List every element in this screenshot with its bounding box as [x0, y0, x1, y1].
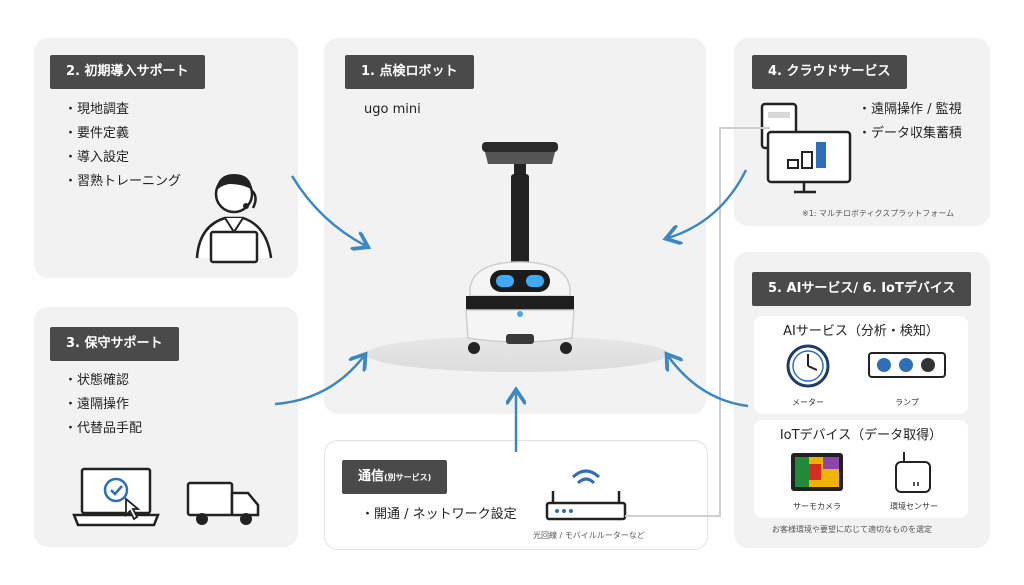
arrow-cloud-to-robot — [668, 169, 748, 238]
communication-header: 通信(別サービス) — [342, 460, 448, 494]
router-caption: 光回線 / モバイルルーターなど — [533, 531, 645, 540]
arrow-maintenance-to-robot — [274, 356, 364, 406]
server-monitor-icon — [760, 102, 852, 194]
list-item: 現地調査 — [64, 98, 181, 122]
environment-sensor-icon — [895, 452, 931, 493]
maintenance-support-header: 3. 保守サポート — [50, 327, 179, 361]
maintenance-support-list: 状態確認 遠隔操作 代替品手配 — [64, 369, 142, 441]
cloud-service-header: 4. クラウドサービス — [752, 55, 907, 89]
lamp-label: ランプ — [895, 398, 919, 407]
iot-device-card: IoTデバイス（データ取得） サーモカメラ 環境センサー — [754, 420, 968, 518]
list-item: 遠隔操作 — [64, 393, 142, 417]
ai-iot-panel: 5. AIサービス/ 6. IoTデバイス AIサービス（分析・検知） メーター… — [734, 252, 990, 548]
list-item: 状態確認 — [64, 369, 142, 393]
cloud-service-list: 遠隔操作 / 監視 データ収集蓄積 — [858, 98, 962, 146]
communication-title-note: (別サービス) — [384, 473, 432, 482]
list-item: データ収集蓄積 — [858, 122, 962, 146]
ai-service-card-title: AIサービス（分析・検知） — [783, 324, 939, 339]
ai-iot-header: 5. AIサービス/ 6. IoTデバイス — [752, 272, 972, 306]
initial-support-list: 現地調査 要件定義 導入設定 習熟トレーニング — [64, 98, 181, 194]
ai-iot-footnote: お客様環境や要望に応じて適切なものを選定 — [772, 525, 932, 534]
list-item: 要件定義 — [64, 122, 181, 146]
ai-service-card: AIサービス（分析・検知） メーター ランプ — [754, 316, 968, 414]
cloud-footnote: ※1: マルチロボティクスプラットフォーム — [802, 209, 955, 218]
delivery-truck-icon — [186, 481, 260, 525]
maintenance-support-panel: 3. 保守サポート 状態確認 遠隔操作 代替品手配 — [34, 307, 298, 547]
cloud-service-panel: 4. クラウドサービス 遠隔操作 / 監視 データ収集蓄積 ※1: マルチロボテ… — [734, 38, 990, 226]
environment-sensor-label: 環境センサー — [890, 502, 938, 511]
communication-panel: 通信(別サービス) 開通 / ネットワーク設定 光回線 / モバイルルーターなど — [324, 440, 708, 550]
list-item: 習熟トレーニング — [64, 170, 181, 194]
list-item: 遠隔操作 / 監視 — [858, 98, 962, 122]
list-item: 代替品手配 — [64, 417, 142, 441]
robot-model-name: ugo mini — [364, 102, 421, 117]
meter-gauge-icon — [786, 344, 830, 388]
ugo-mini-robot-image — [465, 142, 575, 354]
initial-support-panel: 2. 初期導入サポート 現地調査 要件定義 導入設定 習熟トレーニング — [34, 38, 298, 278]
initial-support-header: 2. 初期導入サポート — [50, 55, 205, 89]
meter-label: メーター — [792, 398, 824, 407]
lamp-indicator-icon — [868, 352, 946, 378]
thermal-camera-label: サーモカメラ — [793, 502, 841, 511]
laptop-check-icon — [72, 467, 160, 527]
arrow-initial-to-robot — [290, 175, 366, 246]
robot-header: 1. 点検ロボット — [345, 55, 474, 89]
connector-line-cloud — [625, 127, 770, 517]
operator-headset-icon — [195, 174, 273, 264]
robot-panel: 1. 点検ロボット ugo mini — [324, 38, 706, 414]
thermal-camera-icon — [791, 453, 843, 491]
list-item: 開通 / ネットワーク設定 — [361, 503, 517, 527]
communication-title: 通信 — [358, 469, 385, 484]
list-item: 導入設定 — [64, 146, 181, 170]
wifi-router-icon — [545, 469, 627, 521]
iot-device-card-title: IoTデバイス（データ取得） — [779, 428, 943, 443]
arrow-ai-to-robot — [668, 356, 749, 408]
communication-list: 開通 / ネットワーク設定 — [361, 503, 517, 527]
